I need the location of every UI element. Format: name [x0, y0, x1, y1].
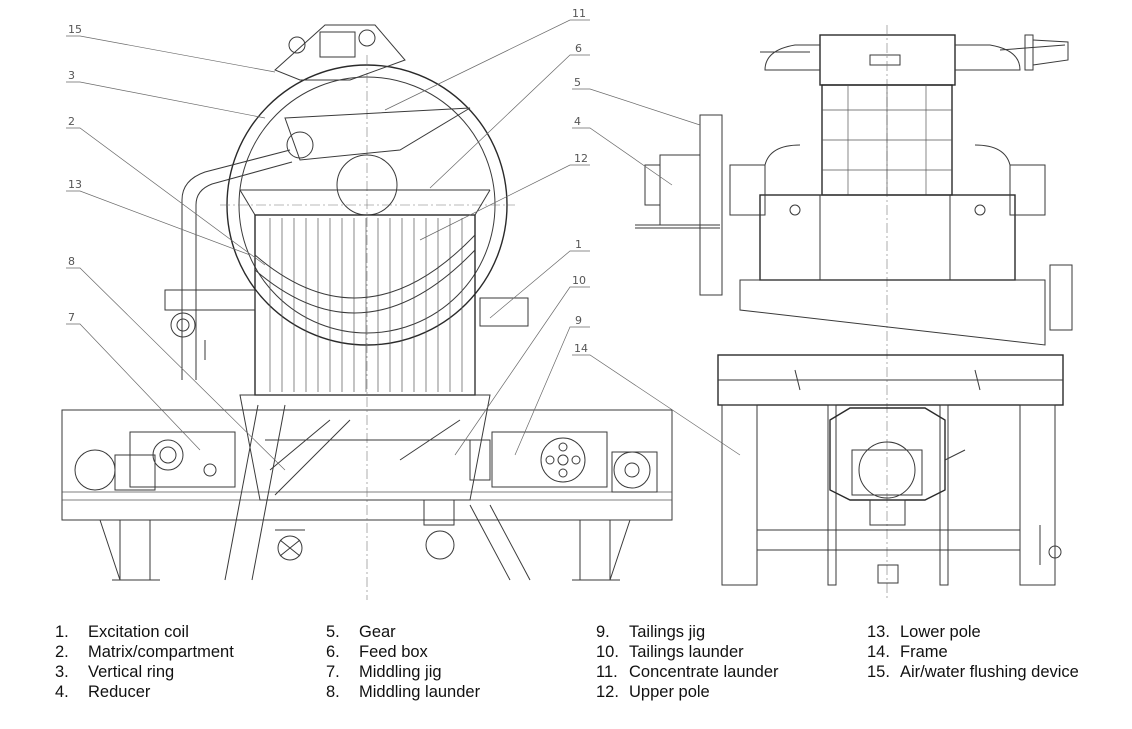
legend-item: 14.Frame [867, 643, 948, 661]
callout-6: 6 [575, 42, 582, 55]
leader-lines [66, 19, 741, 471]
legend-column-2: 5.Gear 6.Feed box 7.Middling jig 8.Middl… [326, 622, 480, 702]
legend-item: 9.Tailings jig [596, 623, 706, 641]
side-view [635, 25, 1073, 600]
callout-1: 1 [575, 238, 582, 251]
callout-14: 14 [574, 342, 588, 355]
callout-7: 7 [68, 311, 75, 324]
legend-item: 3.Vertical ring [55, 663, 175, 681]
callout-12: 12 [574, 152, 588, 165]
legend-item: 15.Air/water flushing device [867, 663, 1079, 681]
callout-15: 15 [68, 23, 82, 36]
callout-2: 2 [68, 115, 75, 128]
legend-column-3: 9.Tailings jig 10.Tailings launder 11.Co… [596, 622, 779, 702]
engineering-drawing: 15 3 2 13 8 7 11 6 12 1 10 9 5 4 14 [61, 7, 1073, 600]
callout-8: 8 [68, 255, 75, 268]
callout-4: 4 [574, 115, 581, 128]
callout-numbers: 15 3 2 13 8 7 11 6 12 1 10 9 5 4 14 [68, 7, 588, 355]
callout-10: 10 [572, 274, 586, 287]
legend-column-4: 13.Lower pole 14.Frame 15.Air/water flus… [867, 622, 1079, 682]
legend-column-1: 1.Excitation coil 2.Matrix/compartment 3… [55, 622, 234, 702]
legend-item: 7.Middling jig [326, 663, 442, 681]
matrix-stripes [269, 218, 463, 392]
legend-item: 2.Matrix/compartment [55, 643, 234, 661]
callout-11: 11 [572, 7, 586, 20]
callout-13: 13 [68, 178, 82, 191]
callout-5: 5 [574, 76, 581, 89]
callout-3: 3 [68, 69, 75, 82]
legend-item: 11.Concentrate launder [596, 663, 779, 681]
legend-item: 6.Feed box [326, 643, 428, 661]
callout-9: 9 [575, 314, 582, 327]
legend-item: 1.Excitation coil [55, 623, 189, 641]
legend-item: 8.Middling launder [326, 683, 481, 701]
legend-item: 5.Gear [326, 623, 396, 641]
legend-item: 13.Lower pole [867, 623, 981, 641]
legend-item: 4.Reducer [55, 683, 151, 701]
parts-legend: 1.Excitation coil 2.Matrix/compartment 3… [0, 620, 1132, 720]
legend-item: 12.Upper pole [596, 683, 710, 701]
legend-item: 10.Tailings launder [596, 643, 744, 661]
front-view [61, 24, 673, 600]
